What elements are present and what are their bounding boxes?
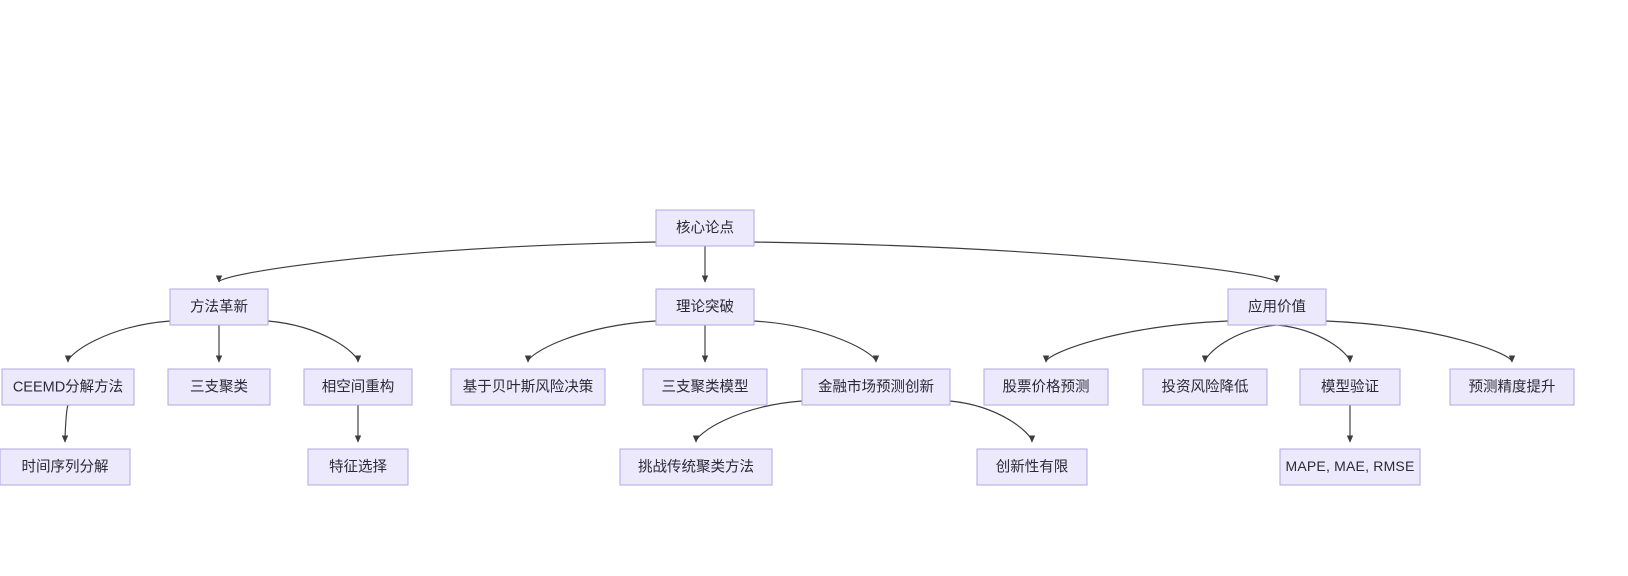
node-label: CEEMD分解方法	[13, 378, 123, 395]
node-label: 三支聚类模型	[662, 378, 749, 395]
flow-edge	[1042, 320, 1229, 363]
flow-edge	[1325, 320, 1516, 363]
flow-node-l3-twmodel[interactable]: 三支聚类模型	[642, 368, 768, 406]
flow-node-l2-method[interactable]: 方法革新	[169, 288, 269, 326]
node-box[interactable]	[450, 368, 606, 406]
flow-edge	[1276, 324, 1354, 363]
flow-node-l3-ceemd[interactable]: CEEMD分解方法	[1, 368, 135, 406]
flow-node-l4-metrics[interactable]: MAPE, MAE, RMSE	[1279, 448, 1421, 486]
node-label: 时间序列分解	[22, 458, 109, 475]
flow-edge	[692, 400, 803, 443]
node-box[interactable]	[0, 448, 131, 486]
node-box[interactable]	[1299, 368, 1401, 406]
flow-node-l4-feat[interactable]: 特征选择	[307, 448, 409, 486]
node-box[interactable]	[655, 288, 755, 326]
flow-node-l4-ts[interactable]: 时间序列分解	[0, 448, 131, 486]
flow-node-l3-risk[interactable]: 投资风险降低	[1142, 368, 1268, 406]
flow-node-l4-chal[interactable]: 挑战传统聚类方法	[619, 448, 773, 486]
flow-edge	[524, 320, 657, 363]
edge-layer	[61, 241, 1516, 443]
node-label: 方法革新	[190, 298, 248, 315]
node-box[interactable]	[1142, 368, 1268, 406]
node-box[interactable]	[307, 448, 409, 486]
node-label: 创新性有限	[996, 458, 1069, 475]
node-box[interactable]	[167, 368, 271, 406]
node-box[interactable]	[1227, 288, 1327, 326]
flow-edge	[64, 320, 171, 363]
flow-node-l3-bayes[interactable]: 基于贝叶斯风险决策	[450, 368, 606, 406]
flow-node-l3-tw[interactable]: 三支聚类	[167, 368, 271, 406]
node-box[interactable]	[1279, 448, 1421, 486]
node-label: 基于贝叶斯风险决策	[463, 378, 594, 395]
node-box[interactable]	[983, 368, 1109, 406]
node-label: 理论突破	[676, 298, 734, 315]
node-label: MAPE, MAE, RMSE	[1285, 458, 1414, 474]
flow-edge	[267, 320, 362, 363]
flow-node-l3-verify[interactable]: 模型验证	[1299, 368, 1401, 406]
node-label: 核心论点	[676, 219, 734, 236]
node-box[interactable]	[801, 368, 951, 406]
flow-edge	[753, 241, 1281, 283]
flow-edge	[949, 400, 1036, 443]
flow-node-l3-stock[interactable]: 股票价格预测	[983, 368, 1109, 406]
node-label: 相空间重构	[322, 378, 395, 395]
node-label: 应用价值	[1248, 297, 1306, 315]
flow-edge	[61, 404, 69, 443]
flow-node-l3-acc[interactable]: 预测精度提升	[1449, 368, 1575, 406]
node-box[interactable]	[169, 288, 269, 326]
flow-node-root[interactable]: 核心论点	[655, 209, 755, 247]
node-box[interactable]	[655, 209, 755, 247]
node-label: 模型验证	[1321, 378, 1379, 395]
flow-node-l2-theory[interactable]: 理论突破	[655, 288, 755, 326]
node-box[interactable]	[1449, 368, 1575, 406]
flow-edge	[215, 241, 657, 283]
node-label: 挑战传统聚类方法	[638, 458, 754, 475]
node-label: 特征选择	[329, 458, 387, 475]
node-box[interactable]	[1, 368, 135, 406]
flow-node-l2-value[interactable]: 应用价值	[1227, 288, 1327, 326]
flow-node-l3-phase[interactable]: 相空间重构	[303, 368, 413, 406]
node-label: 金融市场预测创新	[818, 378, 934, 395]
flow-node-l4-limit[interactable]: 创新性有限	[976, 448, 1088, 486]
node-box[interactable]	[976, 448, 1088, 486]
node-label: 投资风险降低	[1162, 378, 1249, 395]
flow-edge	[753, 320, 880, 363]
flow-edge	[1201, 324, 1278, 363]
node-label: 预测精度提升	[1469, 378, 1556, 395]
node-label: 股票价格预测	[1003, 378, 1090, 395]
node-label: 三支聚类	[190, 378, 248, 395]
node-box[interactable]	[642, 368, 768, 406]
node-box[interactable]	[619, 448, 773, 486]
node-box[interactable]	[303, 368, 413, 406]
flow-node-l3-finance[interactable]: 金融市场预测创新	[801, 368, 951, 406]
